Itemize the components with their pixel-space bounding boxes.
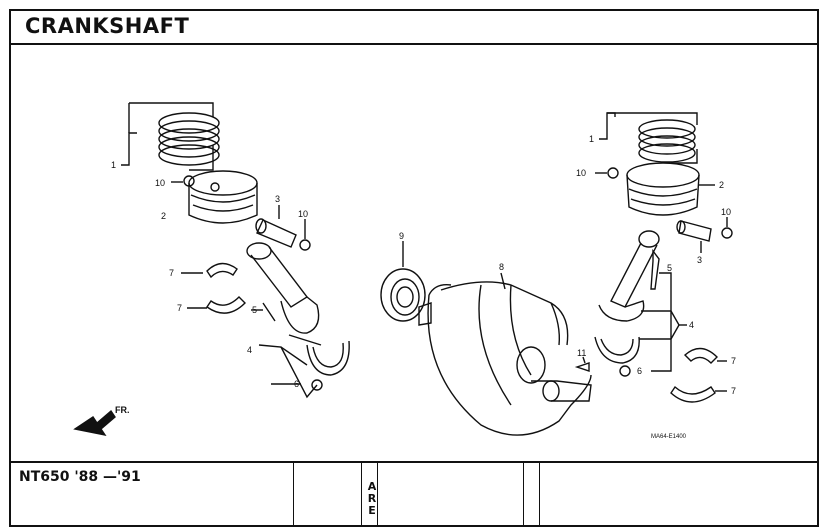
label-7-right-a: 7: [731, 356, 736, 366]
title-bar: CRANKSHAFT: [11, 11, 817, 45]
label-7-left-b: 7: [177, 303, 182, 313]
footer-divider-2: [361, 463, 362, 525]
area-letter-a: A: [367, 480, 377, 493]
bearing-7-right-b: [670, 385, 716, 403]
label-2-right: 2: [719, 180, 724, 190]
clip-10-left-a: [183, 175, 195, 187]
label-8: 8: [499, 262, 504, 272]
label-5-left: 5: [252, 305, 257, 315]
piston-rings-right: [638, 119, 696, 163]
label-10-left-a: 10: [155, 178, 165, 188]
bearing-7-left-b: [206, 296, 246, 314]
clip-10-right-a: [607, 167, 619, 179]
nut-6-right: [619, 365, 631, 377]
page-frame: CRANKSHAFT: [9, 9, 819, 527]
woodruff-key: [574, 362, 590, 372]
piston-rings-left: [158, 112, 220, 166]
piston-pin-right: [676, 220, 712, 242]
bearing-7-right-a: [683, 347, 718, 364]
area-letters: A R E: [366, 481, 378, 517]
page-title: CRANKSHAFT: [25, 14, 190, 38]
crankshaft: [418, 281, 592, 436]
label-10-left-b: 10: [298, 209, 308, 219]
clip-10-left-b: [299, 239, 311, 251]
connecting-rod-left: [246, 242, 322, 346]
label-9: 9: [399, 231, 404, 241]
piston-pin-left: [255, 218, 297, 248]
bracket-1-left: [121, 132, 137, 166]
label-11: 11: [577, 348, 586, 358]
model-year-label: NT650 '88 —'91: [19, 469, 141, 485]
label-1-right: 1: [589, 134, 594, 144]
bolt-5-right: [650, 248, 660, 290]
footer-divider-5: [539, 463, 540, 525]
footer-divider-3: [377, 463, 378, 525]
label-5-right: 5: [667, 263, 672, 273]
piston-right: [626, 162, 700, 216]
label-3-left: 3: [275, 194, 280, 204]
cam-sprocket: [380, 268, 426, 322]
label-1-left: 1: [111, 160, 116, 170]
label-6-right: 6: [637, 366, 642, 376]
label-10-right-a: 10: [576, 168, 586, 178]
area-letter-e: E: [368, 504, 376, 517]
bearing-7-left-a: [206, 262, 238, 279]
label-7-left-a: 7: [169, 268, 174, 278]
area-letter-r: R: [367, 492, 377, 505]
crankshaft-exploded-view: 1 10 2 3 10 7 7 5 4 6 9 8 11 1 10 2 10 3…: [73, 102, 736, 440]
label-6-left: 6: [294, 379, 299, 389]
nut-6-left: [311, 379, 323, 391]
clip-10-right-b: [721, 227, 733, 239]
piston-left: [188, 170, 258, 224]
footer-info-bar: NT650 '88 —'91 A R E: [11, 461, 817, 525]
label-10-right-b: 10: [721, 207, 731, 217]
footer-divider-4: [523, 463, 524, 525]
drawing-code: MA64-E1400: [651, 434, 687, 440]
label-3-right: 3: [697, 255, 702, 265]
label-2-left: 2: [161, 211, 166, 221]
front-direction-arrow-icon: [73, 409, 116, 437]
conrod-cap-right: [594, 336, 640, 364]
footer-divider-1: [293, 463, 294, 525]
label-7-right-b: 7: [731, 386, 736, 396]
exploded-parts-diagram: 1 10 2 3 10 7 7 5 4 6 9 8 11 1 10 2 10 3…: [11, 45, 817, 461]
label-4-right: 4: [689, 320, 694, 330]
connecting-rod-right: [598, 230, 660, 322]
conrod-cap-left: [306, 340, 350, 376]
front-marker-label: FR.: [115, 405, 130, 415]
label-4-left: 4: [247, 345, 252, 355]
